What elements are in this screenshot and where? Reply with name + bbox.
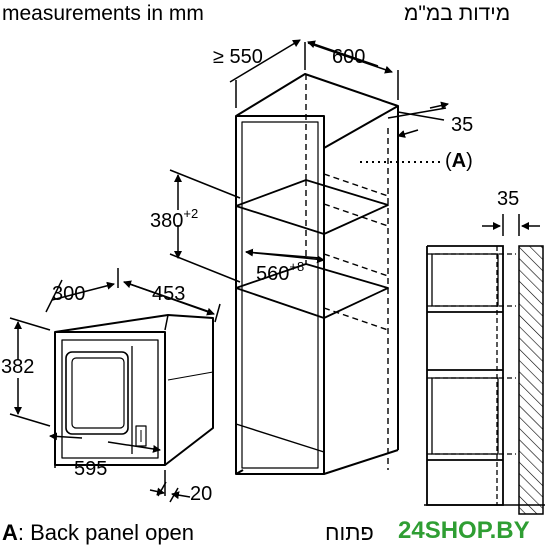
niche-height-dim — [169, 169, 241, 283]
side-section-view — [424, 214, 545, 515]
legend-text: : Back panel open — [17, 520, 195, 545]
dim-oven-depth: 300 — [52, 283, 86, 305]
callout-close: ) — [466, 150, 473, 172]
dim-niche-height-tol: +2 — [183, 206, 199, 221]
dim-side-gap: 35 — [497, 188, 520, 210]
microwave-dims — [9, 268, 221, 503]
legend-letter: A — [2, 520, 18, 545]
callout-open: ( — [445, 150, 452, 172]
units-label-he: מידות במ"מ — [404, 2, 511, 25]
tall-cabinet — [235, 73, 399, 475]
callout-a: (A) — [445, 150, 473, 173]
microwave — [54, 314, 214, 466]
units-label-en: measurements in mm — [2, 2, 204, 25]
dim-niche-height: 380+2 — [150, 206, 198, 233]
watermark-logo: 24SHOP.BY — [398, 517, 530, 544]
dim-back-gap: 35 — [451, 114, 474, 136]
cabinet-top-dims — [229, 39, 399, 108]
dim-cabinet-width: 600 — [332, 46, 366, 68]
dim-niche-width-value: 560 — [256, 263, 290, 285]
dim-frame-depth: 20 — [190, 483, 213, 505]
dim-niche-height-value: 380 — [150, 210, 184, 232]
callout-letter: A — [451, 150, 467, 172]
niche-width-dim — [245, 248, 325, 264]
dim-niche-width: 560+8 — [256, 259, 304, 286]
back-gap-dims — [360, 101, 449, 163]
legend-en: A: Back panel open — [2, 520, 194, 546]
dim-oven-width: 595 — [74, 458, 108, 480]
dim-niche-width-tol: +8 — [289, 259, 305, 274]
legend-he: פתוח — [325, 520, 374, 545]
dim-oven-width-top: 453 — [152, 283, 186, 305]
dim-cabinet-depth: ≥ 550 — [213, 46, 263, 68]
dim-oven-height: 382 — [1, 356, 35, 378]
